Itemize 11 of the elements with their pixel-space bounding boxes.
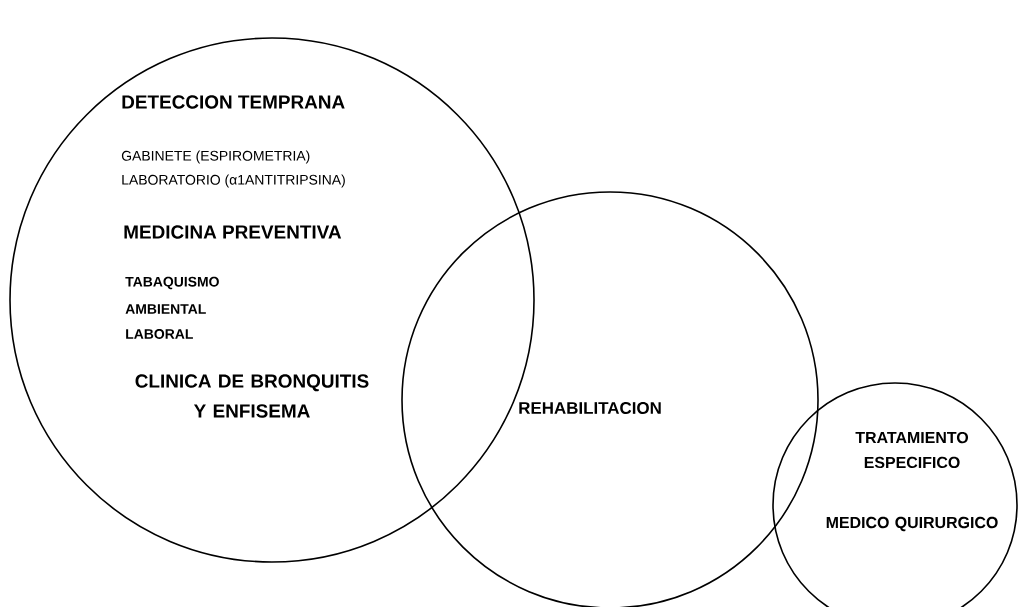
heading: MEDICO QUIRURGICO	[826, 516, 998, 532]
list-item: AMBIENTAL	[125, 304, 206, 314]
list-item: LABORAL	[126, 329, 193, 339]
heading: MEDICINA PREVENTIVA	[124, 225, 342, 239]
heading: REHABILITACION	[519, 402, 661, 414]
list-item: LABORATORIO (α1ANTITRIPSINA)	[122, 174, 345, 188]
heading: DETECCION TEMPRANA	[122, 95, 345, 109]
heading: CLINICA DE BRONQUITIS Y ENFISEMA	[135, 374, 369, 418]
list-item: TABAQUISMO	[125, 276, 219, 290]
heading: TRATAMIENTO ESPECIFICO	[855, 431, 968, 469]
list-item: GABINETE (ESPIROMETRIA)	[121, 150, 310, 164]
